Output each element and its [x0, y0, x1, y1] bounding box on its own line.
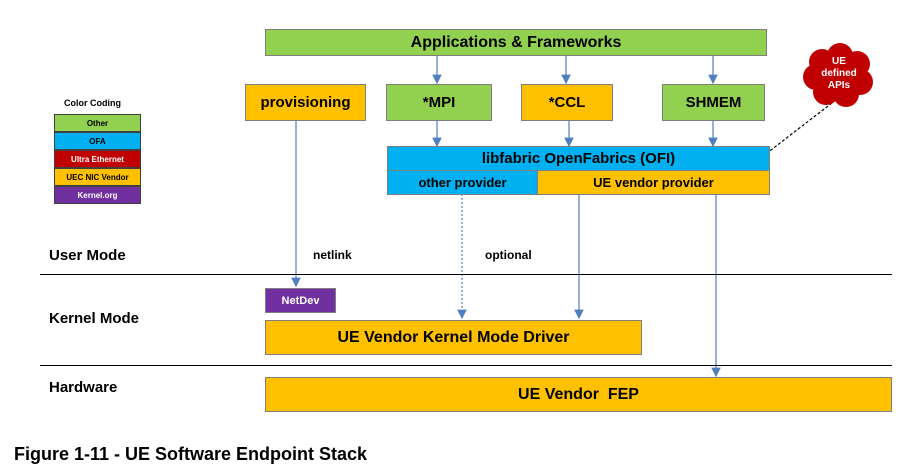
kernel-mode-driver-box: UE Vendor Kernel Mode Driver: [265, 320, 642, 355]
shmem-box: SHMEM: [662, 84, 765, 121]
legend-title: Color Coding: [64, 98, 121, 108]
cloud-line-3: APIs: [827, 80, 851, 91]
mpi-box: *MPI: [386, 84, 492, 121]
legend-item-kernel-org: Kernel.org: [54, 186, 141, 204]
hardware-label: Hardware: [49, 379, 118, 396]
netdev-box: NetDev: [265, 288, 336, 313]
cloud-line-2: defined: [821, 68, 857, 79]
legend-item-uec-nic-vendor: UEC NIC Vendor: [54, 168, 141, 186]
arrow-cloud-libfabric: [757, 102, 833, 161]
ue-defined-apis-cloud: UE defined APIs: [810, 56, 868, 92]
legend-item-other: Other: [54, 114, 141, 132]
ue-vendor-provider-box: UE vendor provider: [537, 170, 770, 195]
user-mode-label: User Mode: [49, 247, 126, 264]
cloud-line-1: UE: [832, 56, 846, 67]
figure-caption: Figure 1-11 - UE Software Endpoint Stack: [14, 444, 368, 464]
legend-item-ofa: OFA: [54, 132, 141, 150]
cloud-shape: [803, 43, 873, 107]
ccl-box: *CCL: [521, 84, 613, 121]
legend-item-ultra-ethernet: Ultra Ethernet: [54, 150, 141, 168]
libfabric-box: libfabric OpenFabrics (OFI): [387, 146, 770, 171]
netlink-label: netlink: [313, 248, 352, 262]
kernel-mode-label: Kernel Mode: [49, 310, 140, 327]
user-kernel-separator: [40, 274, 892, 275]
provisioning-box: provisioning: [245, 84, 366, 121]
kernel-hardware-separator: [40, 365, 892, 366]
optional-label: optional: [485, 248, 532, 262]
ue-vendor-fep-label: UE Vendor FEP: [518, 385, 639, 403]
applications-frameworks-box: Applications & Frameworks: [265, 29, 767, 56]
ue-vendor-fep-box: UE Vendor FEP: [265, 377, 892, 412]
other-provider-box: other provider: [387, 170, 538, 195]
